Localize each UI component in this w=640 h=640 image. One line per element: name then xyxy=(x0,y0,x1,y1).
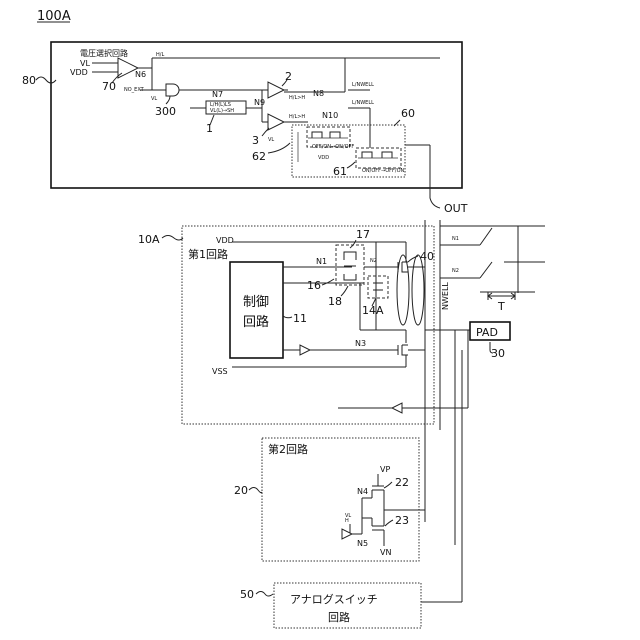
gate-ref: 300 xyxy=(155,105,176,118)
node-n3: N3 xyxy=(355,339,366,348)
ref-18-leader xyxy=(341,286,348,296)
first-circuit-leader xyxy=(162,236,183,241)
buffer-bottom xyxy=(392,403,402,413)
level-shifter-ref: 1 xyxy=(206,122,213,135)
top-block-leader xyxy=(36,77,56,83)
sw-bottom-text: ON/OFF→OFF/ON xyxy=(362,168,405,174)
second-circuit-leader xyxy=(249,488,262,493)
control-leader xyxy=(283,316,292,318)
lnwell-2: L/NWELL xyxy=(352,100,374,106)
block-14a-fets xyxy=(373,283,383,290)
small-vl2: VL xyxy=(268,137,274,143)
fet-23 xyxy=(372,518,384,530)
ref-16: 16 xyxy=(307,279,321,292)
first-circuit-title: 第1回路 xyxy=(188,247,228,261)
vdd-label: VDD xyxy=(216,236,234,245)
switch-right-1 xyxy=(480,228,492,245)
control-circuit-11 xyxy=(230,262,283,358)
node-n9: N9 xyxy=(254,98,265,107)
vdd-small: VDD xyxy=(318,155,329,161)
lnwell-1: L/NWELL xyxy=(352,82,374,88)
analog-switch-text-2: 回路 xyxy=(328,611,350,624)
level-shifter-text-2: VL(L)→SH xyxy=(210,108,234,114)
switch-62-fets xyxy=(312,132,340,138)
ref-40: 40 xyxy=(420,250,434,263)
right-n2: N2 xyxy=(452,268,459,274)
vp-label: VP xyxy=(380,465,390,474)
pad-label: PAD xyxy=(476,326,498,339)
nwell-label: NWELL xyxy=(441,282,450,310)
input-vl: VL xyxy=(80,59,90,68)
out-label: OUT xyxy=(444,202,468,215)
node-n8: N8 xyxy=(313,89,324,98)
ref-18: 18 xyxy=(328,295,342,308)
t-arrow xyxy=(488,293,515,299)
node-n4: N4 xyxy=(357,487,368,496)
small-h-2nd: H xyxy=(345,518,349,524)
node-n6: N6 xyxy=(135,70,146,79)
second-circuit-ref: 20 xyxy=(234,484,248,497)
control-text-1: 制御 xyxy=(243,295,269,310)
voltage-select-title: 電圧選択回路 xyxy=(80,48,128,58)
buffer-n3 xyxy=(300,345,310,355)
second-circuit-title: 第2回路 xyxy=(268,442,308,456)
ref-22: 22 xyxy=(395,476,409,489)
node-n5: N5 xyxy=(357,539,368,548)
out-wire xyxy=(430,145,440,208)
small-hl: H/L xyxy=(156,52,164,58)
ref-17: 17 xyxy=(356,228,370,241)
ref-17-leader xyxy=(350,240,356,248)
sw-top-leader xyxy=(268,143,290,153)
amp-top-text: H/L>H xyxy=(289,95,305,101)
amp-bottom-text: H/L>H xyxy=(289,114,305,120)
vss-label: VSS xyxy=(212,367,228,376)
top-block-ref: 80 xyxy=(22,74,36,87)
block-16 xyxy=(336,245,364,285)
amp-3 xyxy=(268,114,284,130)
ref-22-leader xyxy=(384,482,392,488)
second-circuit-frame xyxy=(262,438,419,561)
ref-16-leader xyxy=(322,279,334,285)
amp-2 xyxy=(268,82,284,98)
nwell-loop-inner xyxy=(397,255,409,325)
analog-switch-ref: 50 xyxy=(240,588,254,601)
node-n1: N1 xyxy=(316,257,327,266)
control-ref: 11 xyxy=(293,312,307,325)
amp-bottom-ref: 3 xyxy=(252,134,259,147)
analog-switch-leader xyxy=(256,592,273,597)
sw-top-text: OFF/ON→ON/OFF xyxy=(312,144,354,150)
switch-group-ref: 60 xyxy=(401,107,415,120)
amp3-leader xyxy=(262,128,269,136)
gate-leader xyxy=(166,96,170,104)
ref-23-leader xyxy=(385,520,393,526)
node-n7: N7 xyxy=(212,90,223,99)
fet-22 xyxy=(372,486,384,498)
sw-top-ref: 62 xyxy=(252,150,266,163)
node-n10: N10 xyxy=(322,111,338,120)
comparator-leader xyxy=(112,73,122,83)
nwell-loop-outer xyxy=(412,255,424,325)
t-label: T xyxy=(497,300,505,313)
sw-bottom-leader xyxy=(347,162,355,168)
input-vdd: VDD xyxy=(70,68,88,77)
ref-14a: 14A xyxy=(362,304,384,317)
pad-ref: 30 xyxy=(491,347,505,360)
ref-40-leader xyxy=(408,256,418,262)
right-n1: N1 xyxy=(452,236,459,242)
comparator-ref: 70 xyxy=(102,80,116,93)
switch-right-2 xyxy=(480,262,492,278)
fet-n3 xyxy=(398,345,408,355)
first-circuit-ref: 10A xyxy=(138,233,160,246)
ref-23: 23 xyxy=(395,514,409,527)
analog-switch-text-1: アナログスイッチ xyxy=(290,592,378,606)
block-14a xyxy=(368,276,388,298)
small-lh: VL xyxy=(151,96,157,102)
block-16-fets xyxy=(344,252,356,280)
gate-300 xyxy=(166,84,179,96)
sw-bottom-ref: 61 xyxy=(333,165,347,178)
switch-61-fets xyxy=(362,152,392,158)
vn-label: VN xyxy=(380,548,391,557)
control-text-2: 回路 xyxy=(243,314,269,330)
